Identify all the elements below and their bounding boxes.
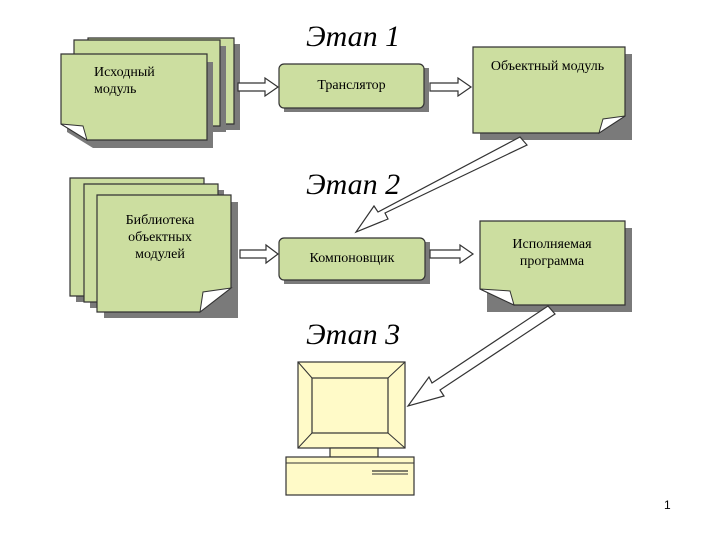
object-library-label: Библиотека объектных модулей bbox=[125, 213, 195, 262]
translator-label: Транслятор bbox=[317, 78, 386, 93]
object-module-label: Объектный модуль bbox=[490, 59, 605, 74]
arrow-translator-to-object bbox=[429, 76, 473, 98]
source-module-label: Исходный модуль bbox=[94, 65, 155, 97]
object-module-doc bbox=[472, 46, 632, 140]
arrow-linker-to-executable bbox=[429, 243, 475, 265]
computer-icon bbox=[285, 361, 415, 496]
arrow-object-to-linker bbox=[354, 136, 528, 234]
page-number: 1 bbox=[664, 498, 671, 512]
source-module-stack bbox=[60, 37, 240, 148]
arrow-source-to-translator bbox=[237, 76, 280, 98]
arrow-library-to-linker bbox=[239, 243, 279, 265]
object-library-stack bbox=[69, 177, 238, 318]
arrow-executable-to-computer bbox=[406, 305, 556, 408]
translator-box bbox=[278, 63, 429, 112]
executable-label: Исполняемая программа bbox=[512, 237, 592, 269]
executable-doc bbox=[479, 220, 632, 312]
linker-label: Компоновщик bbox=[309, 251, 395, 266]
stage-3-title: Этап 3 bbox=[306, 318, 401, 351]
stage-1-title: Этап 1 bbox=[306, 20, 401, 53]
linker-box bbox=[278, 237, 430, 284]
stage-2-title: Этап 2 bbox=[306, 168, 401, 201]
